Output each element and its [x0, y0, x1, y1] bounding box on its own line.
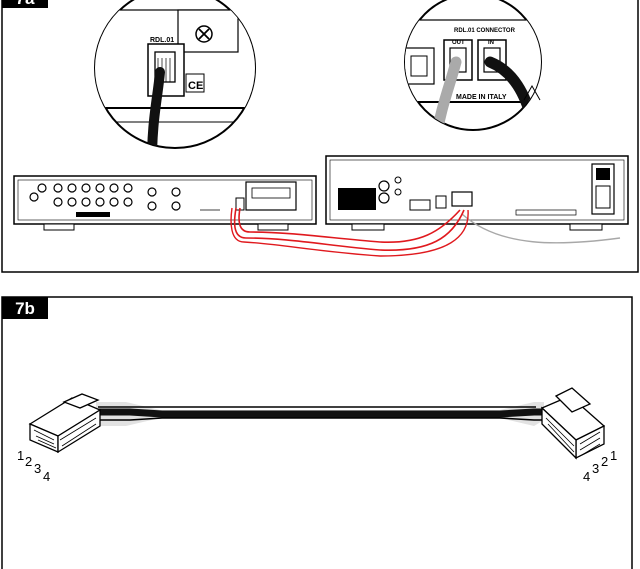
zoom-left-jack-label: RDL.01	[150, 37, 174, 44]
zoom-circle-left: RDL.01 CE	[94, 0, 256, 149]
right-pin-4: 4	[583, 469, 590, 484]
right-pin-1: 1	[610, 448, 617, 463]
right-device-rear-panel	[325, 155, 629, 231]
rj-connector-left	[28, 393, 102, 454]
left-pin-4: 4	[43, 469, 50, 484]
panel-7a: 7a RDL.01 CE	[1, 0, 639, 273]
zoom-circle-right: RDL.01 CONNECTOR OUT IN MADE IN ITALY	[404, 0, 542, 131]
zoom-right-origin: MADE IN ITALY	[456, 94, 507, 101]
right-pin-3: 3	[592, 461, 599, 476]
left-pin-2: 2	[25, 454, 32, 469]
left-pin-1: 1	[17, 448, 24, 463]
panel-7b-frame	[1, 296, 633, 569]
rj-connector-right	[540, 387, 606, 460]
flat-cable	[96, 402, 544, 426]
panel-7a-frame	[1, 0, 639, 273]
right-pin-2: 2	[601, 454, 608, 469]
panel-7a-label-box	[2, 0, 48, 8]
panel-7b-label-box	[2, 297, 48, 319]
panel-7b-label: 7b	[15, 299, 35, 318]
zoom-right-port-out: OUT	[452, 40, 465, 46]
zoom-right-section-label: RDL.01 CONNECTOR	[454, 28, 516, 34]
panel-7b: 7b 1 2 3 4 4	[1, 296, 633, 569]
left-device-rear-panel	[13, 175, 317, 231]
zoom-left-ce-mark: CE	[188, 80, 203, 92]
left-pin-3: 3	[34, 461, 41, 476]
zoom-right-port-in: IN	[488, 40, 494, 46]
connection-cables	[230, 207, 621, 257]
panel-7a-label: 7a	[16, 0, 35, 8]
